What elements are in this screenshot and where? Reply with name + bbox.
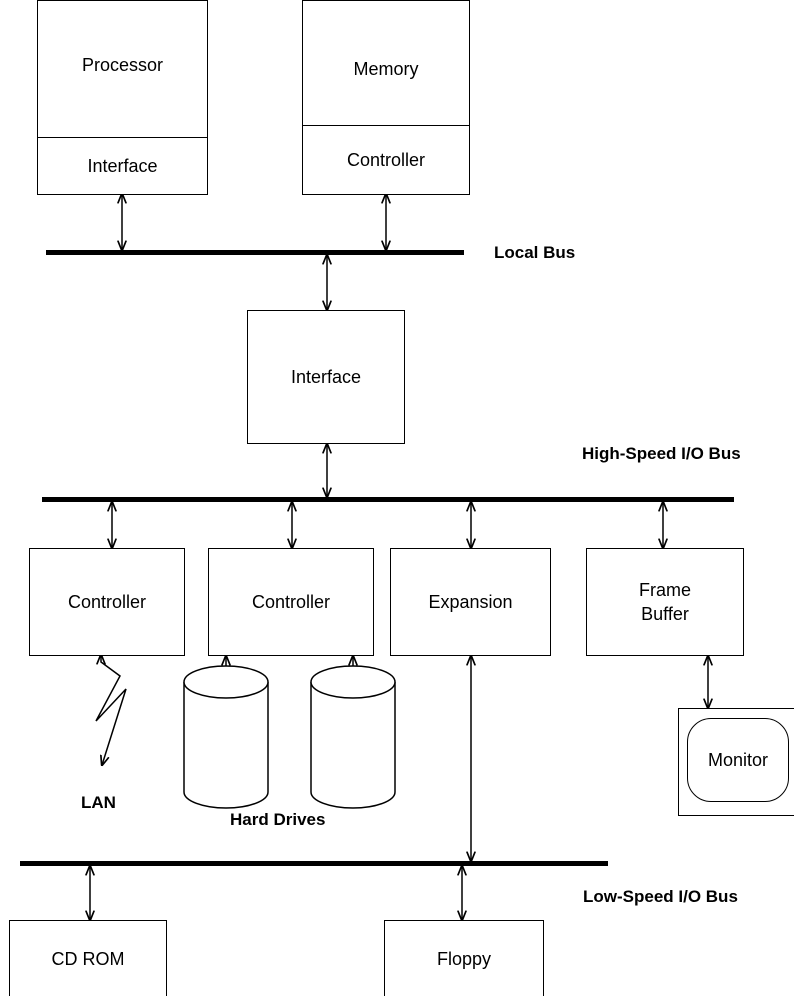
floppy-box: Floppy (384, 920, 544, 996)
disk-controller-box: Controller (208, 548, 374, 656)
lan-controller-box: Controller (29, 548, 185, 656)
processor-interface-box: Interface (37, 137, 208, 195)
hard-drive-cylinder-1 (183, 665, 269, 809)
local-bus-label: Local Bus (494, 243, 576, 262)
low-speed-bus-line (20, 861, 608, 866)
hard-drive-cylinder-2 (310, 665, 396, 809)
high-speed-bus-label: High-Speed I/O Bus (582, 444, 741, 463)
low-speed-bus-label: Low-Speed I/O Bus (583, 887, 738, 906)
hard-drives-label: Hard Drives (230, 810, 326, 829)
bridge-interface-box: Interface (247, 310, 405, 444)
expansion-box: Expansion (390, 548, 551, 656)
memory-controller-box: Controller (302, 125, 470, 195)
high-speed-bus-line (42, 497, 734, 502)
lan-label: LAN (81, 793, 116, 812)
frame-buffer-box: Frame Buffer (586, 548, 744, 656)
lan-link (95, 655, 127, 765)
memory-box: Memory (302, 0, 470, 126)
local-bus-line (46, 250, 464, 255)
processor-box: Processor (37, 0, 208, 138)
monitor-screen: Monitor (687, 718, 789, 802)
cd-rom-box: CD ROM (9, 920, 167, 996)
